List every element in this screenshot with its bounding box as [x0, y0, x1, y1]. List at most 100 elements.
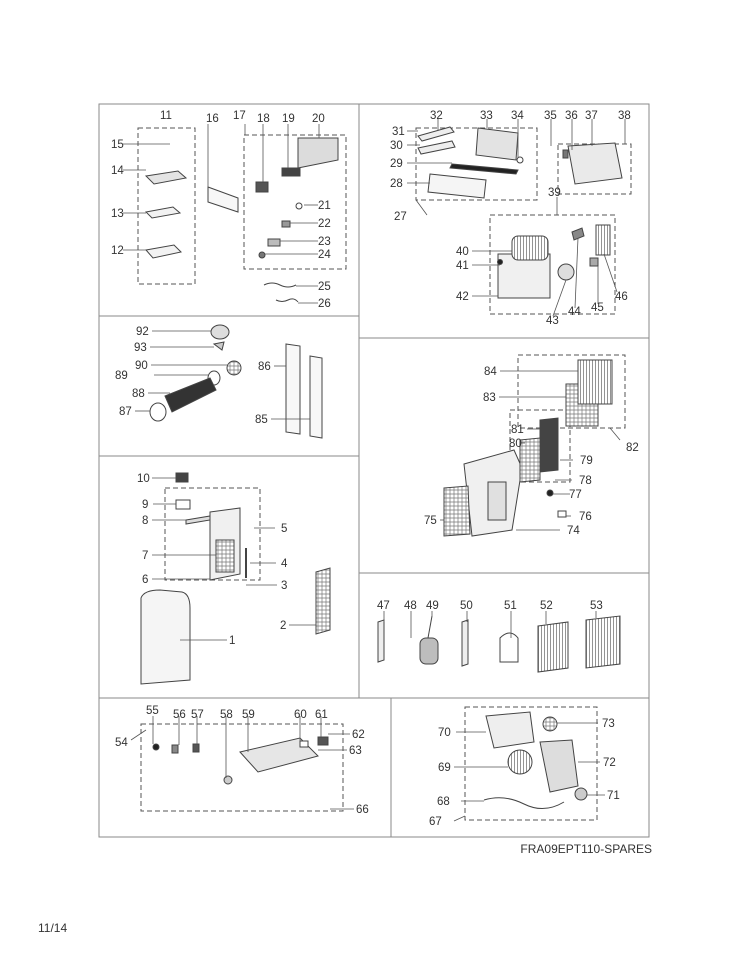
part-label-72: 72: [603, 757, 616, 769]
part-label-87: 87: [119, 406, 132, 418]
part-drawing-69: [507, 749, 533, 775]
part-drawing-2: [315, 567, 331, 635]
part-drawing-71: [574, 787, 588, 801]
part-drawing-7: [215, 539, 235, 573]
group-box-17: [243, 134, 347, 270]
part-label-25: 25: [318, 281, 331, 293]
part-drawing-77: [546, 489, 554, 497]
part-drawing-56: [171, 744, 179, 754]
part-illustrations: [140, 126, 623, 809]
part-label-78: 78: [579, 475, 592, 487]
part-label-45: 45: [591, 302, 604, 314]
part-drawing-25: [263, 282, 297, 288]
part-drawing-23: [267, 238, 281, 247]
group-boxes: [137, 127, 632, 821]
part-drawing-43: [557, 263, 575, 281]
part-label-81: 81: [511, 424, 524, 436]
part-drawing-19: [281, 167, 301, 177]
part-label-84: 84: [484, 366, 497, 378]
part-label-14: 14: [111, 165, 124, 177]
part-label-62: 62: [352, 729, 365, 741]
group-box-82: [517, 354, 626, 429]
part-drawing-16: [207, 186, 239, 213]
part-label-68: 68: [437, 796, 450, 808]
part-label-31: 31: [392, 126, 405, 138]
part-label-90: 90: [135, 360, 148, 372]
part-label-12: 12: [111, 245, 124, 257]
part-drawing-55: [152, 743, 160, 751]
part-label-10: 10: [137, 473, 150, 485]
group-box-11: [137, 127, 196, 285]
part-label-66: 66: [356, 804, 369, 816]
part-label-61: 61: [315, 709, 328, 721]
part-drawing-48: [419, 637, 439, 665]
part-drawing-58: [223, 775, 233, 785]
page-number: 11/14: [38, 921, 68, 935]
part-drawing-79: [487, 481, 507, 521]
part-drawing-68: [483, 797, 565, 809]
part-label-41: 41: [456, 260, 469, 272]
part-label-40: 40: [456, 246, 469, 258]
part-label-51: 51: [504, 600, 517, 612]
part-drawing-72: [539, 739, 579, 793]
part-drawing-37: [567, 142, 623, 185]
part-label-35: 35: [544, 110, 557, 122]
part-label-77: 77: [569, 489, 582, 501]
part-drawing-34: [516, 156, 524, 164]
part-label-36: 36: [565, 110, 578, 122]
part-drawing-47: [377, 619, 385, 663]
part-drawing-40: [511, 235, 549, 261]
part-label-52: 52: [540, 600, 553, 612]
part-label-75: 74: [567, 525, 580, 537]
part-label-15: 15: [111, 139, 124, 151]
part-drawing-62: [317, 736, 329, 746]
part-drawing-59: [239, 737, 319, 773]
part-label-28: 28: [390, 178, 403, 190]
part-drawing-32: [417, 126, 455, 142]
part-label-33: 33: [480, 110, 493, 122]
part-drawing-90: [226, 360, 242, 376]
part-label-8: 8: [142, 515, 148, 527]
part-drawing-10: [175, 472, 189, 483]
part-label-54: 54: [115, 737, 128, 749]
part-drawing-57: [192, 743, 200, 753]
part-label-55: 55: [146, 705, 159, 717]
part-drawing-22: [281, 220, 291, 228]
part-label-1: 1: [229, 635, 235, 647]
part-label-60: 60: [294, 709, 307, 721]
part-label-74: 75: [424, 515, 437, 527]
part-label-26: 26: [318, 298, 331, 310]
part-drawing-46: [595, 224, 611, 256]
part-label-18: 18: [257, 113, 270, 125]
part-label-17: 17: [233, 110, 246, 122]
part-label-32: 32: [430, 110, 443, 122]
part-label-16: 16: [206, 113, 219, 125]
part-drawing-29: [449, 163, 519, 175]
part-drawing-13: [144, 206, 182, 219]
part-label-29: 29: [390, 158, 403, 170]
part-drawing-85: [309, 355, 323, 439]
part-drawing-42: [497, 253, 551, 299]
part-label-63: 63: [349, 745, 362, 757]
part-label-53: 53: [590, 600, 603, 612]
part-label-9: 9: [142, 499, 148, 511]
part-drawing-87: [149, 402, 167, 422]
diagram-caption: FRA09EPT110-SPARES: [520, 842, 652, 856]
part-label-24: 24: [318, 249, 331, 261]
part-label-82: 82: [626, 442, 639, 454]
part-label-56: 56: [173, 709, 186, 721]
part-label-4: 4: [281, 558, 288, 570]
group-box-79: [509, 409, 571, 483]
part-label-76: 76: [579, 511, 592, 523]
part-label-73: 73: [602, 718, 615, 730]
part-label-48: 48: [404, 600, 417, 612]
part-label-86: 86: [258, 361, 271, 373]
part-drawing-93: [212, 341, 225, 351]
part-drawing-9: [175, 499, 191, 510]
part-drawing-20: [297, 137, 339, 169]
part-label-20: 20: [312, 113, 325, 125]
part-drawing-1: [140, 589, 191, 685]
callout-numbers: 11 15 14 13 12 16 17 18 19 20 21 22 23 2…: [111, 110, 639, 828]
part-drawing-73: [542, 716, 558, 732]
part-label-69: 69: [438, 762, 451, 774]
